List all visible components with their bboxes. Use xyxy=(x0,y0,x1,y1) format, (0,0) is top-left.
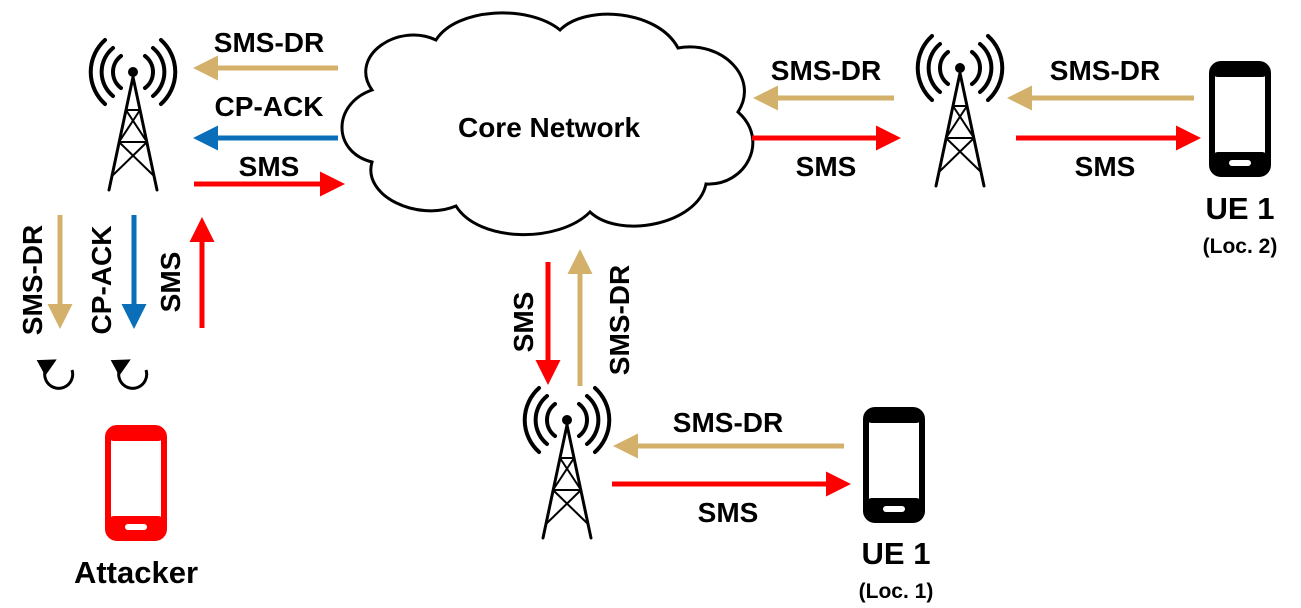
label-cp-ack-vertical-left: CP-ACK xyxy=(86,226,117,335)
label-sms-dr-core-tower-loc1: SMS-DR xyxy=(604,265,635,375)
label-sms-core-tower-loc2: SMS xyxy=(796,151,857,182)
ue1-loc2-location: (Loc. 2) xyxy=(1203,235,1278,258)
label-sms-core-tower-loc1: SMS xyxy=(508,292,539,353)
ue1-loc2-phone xyxy=(1209,61,1271,177)
phone-top-bar-ue1-loc1 xyxy=(866,410,922,423)
label-sms-dr-vertical-left: SMS-DR xyxy=(17,225,48,335)
label-sms-ue-loc1: SMS xyxy=(698,497,759,528)
phone-home-button-ue1-loc2 xyxy=(1229,160,1251,166)
phone-home-button-attacker xyxy=(125,524,147,530)
cell-tower-icon-attacker xyxy=(88,38,178,192)
label-cp-ack-top-left: CP-ACK xyxy=(215,91,324,122)
label-sms-dr-ue-loc2: SMS-DR xyxy=(1050,55,1160,86)
cloud-icon xyxy=(340,11,755,237)
label-sms-dr-ue-loc1: SMS-DR xyxy=(673,407,783,438)
ue1-loc1-location: (Loc. 1) xyxy=(859,580,934,603)
loop-icon-cp-ack xyxy=(110,359,149,390)
label-sms-dr-core-tower-loc2: SMS-DR xyxy=(771,55,881,86)
label-sms-vertical-left: SMS xyxy=(155,252,186,313)
ue1-loc1-phone xyxy=(863,407,925,523)
core-network-label: Core Network xyxy=(458,112,640,143)
phone-home-button-ue1-loc1 xyxy=(883,506,905,512)
label-sms-ue-loc2: SMS xyxy=(1075,151,1136,182)
phone-top-bar-attacker xyxy=(108,428,164,441)
ue1-loc2-label: UE 1 xyxy=(1206,191,1275,226)
ue1-loc1-label: UE 1 xyxy=(862,536,931,571)
phone-top-bar-ue1-loc2 xyxy=(1212,64,1268,77)
cell-tower-icon-loc1 xyxy=(522,386,612,540)
loop-icon-sms-dr xyxy=(36,359,75,390)
attacker-label: Attacker xyxy=(74,555,198,590)
label-sms-dr-top-left: SMS-DR xyxy=(214,27,324,58)
cell-tower-icon-loc2 xyxy=(915,34,1005,188)
label-sms-top-left: SMS xyxy=(239,151,300,182)
core-network-cloud: Core Network xyxy=(340,11,755,237)
attacker-phone xyxy=(105,425,167,541)
